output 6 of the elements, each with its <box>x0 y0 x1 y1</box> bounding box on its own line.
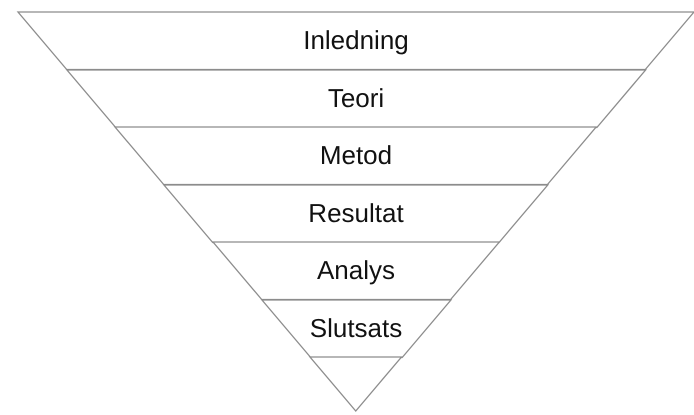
band-label: Metod <box>320 141 392 170</box>
band-label: Teori <box>328 84 384 113</box>
band-label: Analys <box>316 256 395 286</box>
band-label: Slutsats <box>310 314 402 343</box>
band-label: Inledning <box>303 26 409 56</box>
band-label: Resultat <box>308 198 404 228</box>
